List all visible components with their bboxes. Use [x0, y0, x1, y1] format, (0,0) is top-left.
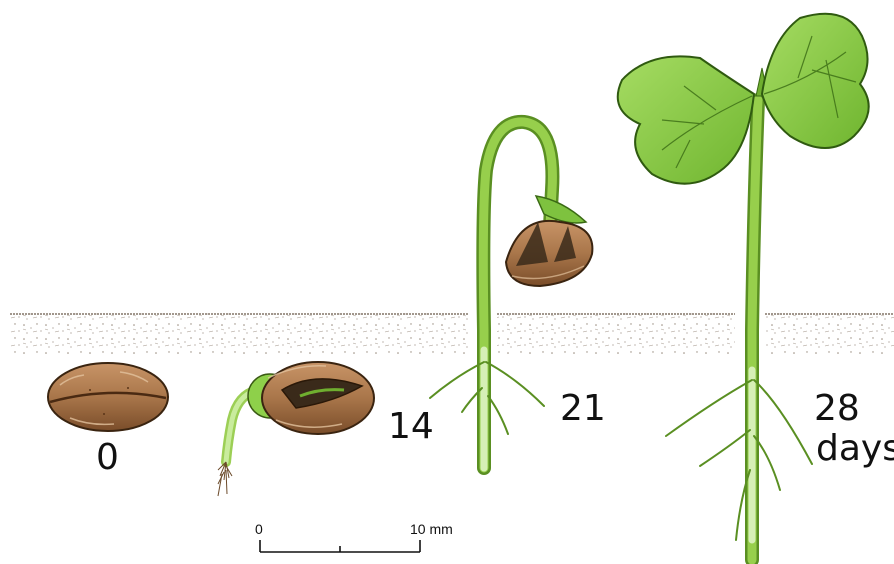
scale-bar-end-label: 10 mm [410, 521, 453, 537]
left-cotyledon [618, 56, 754, 183]
stage-14-label: 14 [388, 406, 434, 447]
stage-0-label: 0 [96, 437, 119, 478]
scale-bar-start-label: 0 [255, 521, 263, 537]
scale-bar [260, 540, 420, 552]
soil-surface [10, 312, 894, 354]
days-unit-label: days [816, 428, 894, 469]
stage-21-label: 21 [560, 388, 606, 429]
stage-28-seedling [618, 14, 869, 560]
stage-28-label: 28 [814, 388, 860, 429]
stage-0-seed [48, 363, 168, 431]
stage-14-germinating-seed [218, 362, 374, 496]
